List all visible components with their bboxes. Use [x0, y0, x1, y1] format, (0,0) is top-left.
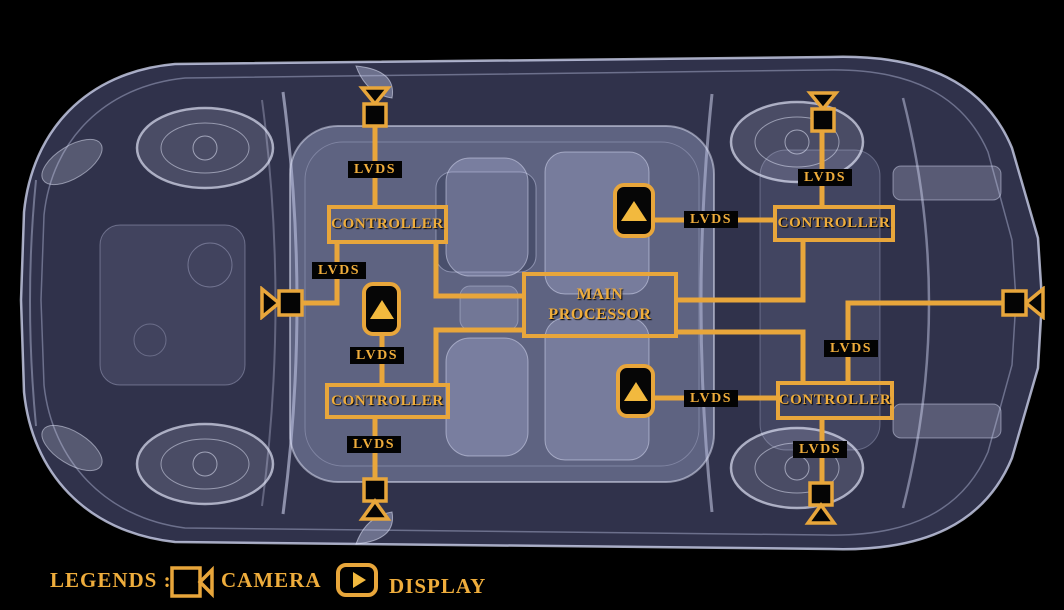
camera-icon-bottom-left [358, 477, 392, 521]
controller-box-top-right: CONTROLLER [773, 205, 895, 242]
camera-icon-top-left [358, 86, 392, 128]
up-triangle-glyph [623, 381, 648, 401]
wheel-front-left-bottom [135, 422, 275, 506]
display-icon [336, 563, 378, 597]
lvds-label-left-display: LVDS [350, 347, 405, 364]
up-triangle-glyph [369, 299, 394, 319]
display-icon-center-bottom [616, 364, 655, 418]
controller-box-bottom-right: CONTROLLER [776, 381, 894, 420]
main-processor-box: MAIN PROCESSOR [522, 272, 678, 338]
lvds-label-top-left-camera: LVDS [348, 161, 403, 178]
lvds-label-left-camera: LVDS [312, 262, 367, 279]
camera-icon-bottom-right [804, 481, 838, 525]
lvds-label-bottom-display: LVDS [684, 390, 739, 407]
camera-icon-left [260, 286, 304, 320]
up-triangle-glyph [621, 200, 647, 221]
controller-box-bottom-left: CONTROLLER [325, 383, 450, 419]
legend-display-label: DISPLAY [389, 574, 487, 598]
lvds-label-top-display: LVDS [684, 211, 739, 228]
lvds-label-bottom-left-camera: LVDS [347, 436, 402, 453]
display-icon-left [362, 282, 401, 336]
lvds-label-top-right-camera: LVDS [798, 169, 853, 186]
display-icon-center-top [613, 183, 655, 238]
camera-icon-right [1001, 286, 1045, 320]
wheel-front-left [135, 106, 275, 190]
legend-heading: LEGENDS : [50, 568, 172, 592]
legend-camera-label: CAMERA [221, 568, 322, 592]
lvds-label-right-camera: LVDS [824, 340, 879, 357]
camera-icon-top-right [806, 91, 840, 133]
controller-box-top-left: CONTROLLER [327, 205, 448, 244]
camera-icon [170, 565, 214, 599]
lvds-label-bottom-right-camera: LVDS [793, 441, 848, 458]
